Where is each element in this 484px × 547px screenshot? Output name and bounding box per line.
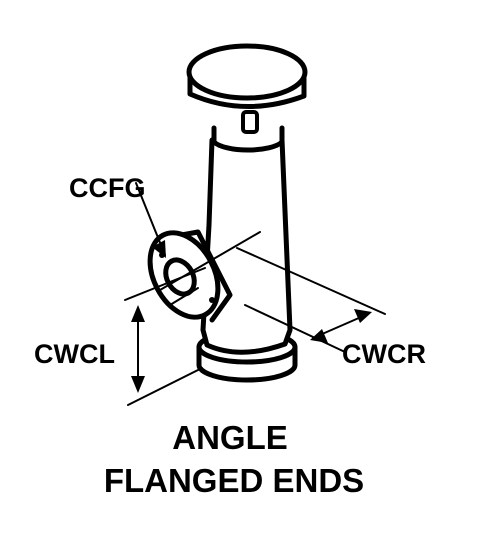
caption-line-2: FLANGED ENDS: [104, 462, 364, 499]
label-cwcr: CWCR: [342, 339, 426, 369]
caption-line-1: ANGLE: [172, 419, 288, 456]
dimension-arrows: [131, 240, 372, 393]
handwheel: [186, 43, 308, 109]
valve-stem: [211, 110, 285, 153]
label-cwcl: CWCL: [34, 339, 115, 369]
label-ccfg: CCFG: [69, 173, 146, 203]
